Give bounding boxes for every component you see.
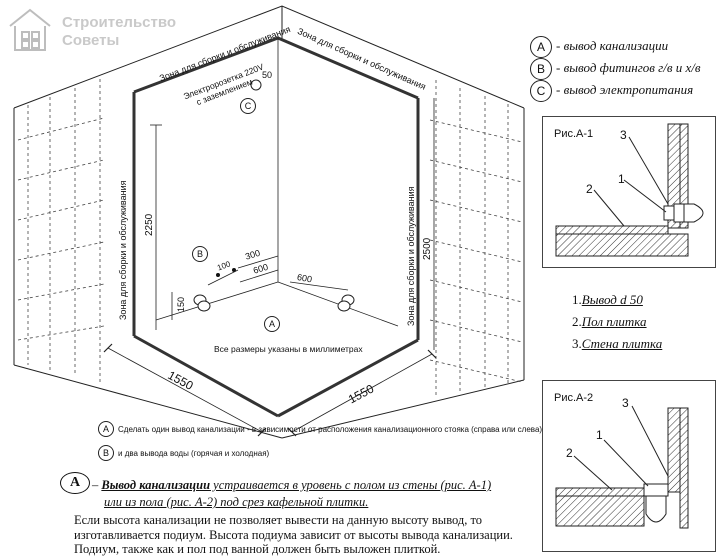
main-note-marker-a: A [60, 472, 90, 494]
figure-a1-label-2: 2 [586, 182, 593, 196]
figure-a2-label-3: 3 [622, 396, 629, 410]
figure-a2-drawing [555, 405, 689, 529]
legend-mark-b: B [530, 58, 552, 80]
legend-mark-c: C [530, 80, 552, 102]
main-note-rest: устраивается в уровень с полом из стены … [210, 478, 492, 492]
dimension-lines [107, 98, 435, 433]
part-num-2: 2. [572, 314, 582, 329]
left-wall-tiles [17, 79, 105, 383]
logo-line1: Строительство [62, 14, 177, 31]
main-note-line2: или из пола (рис. А-2) под срез кафельно… [104, 495, 369, 509]
figure-a2-label-1: 1 [596, 428, 603, 442]
figure-a2-title: Рис.А-2 [554, 392, 594, 404]
part-text-3: Стена плитка [581, 336, 663, 351]
paragraph-line2: изготавливается подиум. Высота подиума з… [74, 528, 513, 542]
note-marker-b: B [98, 445, 114, 461]
logo-text: Строительство Советы [62, 14, 176, 50]
legend-text-a: - вывод канализации [556, 38, 669, 53]
figure-a2-box [542, 380, 716, 552]
figure-a1-label-3: 3 [620, 128, 627, 142]
legend-mark-a: A [530, 36, 552, 58]
figure-a1-box [542, 116, 716, 268]
logo-house-icon [9, 8, 51, 51]
part-text-2: Пол плитка [581, 314, 647, 329]
paragraph-line3: Подиум, также как и пол под ванной долже… [74, 542, 441, 556]
fittings [193, 79, 355, 312]
part-num-1: 1. [572, 292, 582, 307]
figure-a2-label-2: 2 [566, 446, 573, 460]
note-b-text: и два вывода воды (горячая и холодная) [118, 449, 270, 458]
note-a-text: Сделать один вывод канализации - в завис… [118, 425, 543, 434]
main-note-line1: – Вывод канализации устраивается в урове… [92, 478, 491, 493]
dimension-ticks [103, 343, 437, 437]
zone-label-right: Зона для сборки и обслуживания [406, 186, 416, 326]
legend-text-b: - вывод фитингов г/в и х/в [556, 60, 701, 75]
legend-text-c: - вывод электропитания [556, 82, 694, 97]
figure-a1-title: Рис.А-1 [554, 128, 594, 140]
figure-a1-label-1: 1 [618, 172, 625, 186]
marker-b: B [192, 246, 208, 262]
zone-label-left: Зона для сборки и обслуживания [118, 180, 128, 320]
paragraph-line1: Если высота канализации не позволяет выв… [74, 513, 483, 527]
main-note-dash: – [92, 478, 102, 492]
main-note-bold: Вывод канализации [101, 478, 211, 492]
right-wall-tiles [429, 80, 523, 398]
part-item-1: 1.Вывод d 50 [572, 292, 643, 308]
part-num-3: 3. [572, 336, 582, 351]
part-item-2: 2.Пол плитка [572, 314, 647, 330]
cabin-inner [155, 38, 399, 327]
dim-2250: 2250 [144, 213, 155, 236]
part-text-1: Вывод d 50 [581, 292, 643, 307]
sizes-note: Все размеры указаны в миллиметрах [214, 344, 363, 354]
marker-a: A [264, 316, 280, 332]
outer-walls [13, 5, 525, 439]
water-points [216, 268, 236, 277]
logo-line2: Советы [62, 32, 120, 49]
figure-a1-drawing [555, 123, 704, 257]
part-item-3: 3.Стена плитка [572, 336, 662, 352]
marker-c: C [240, 98, 256, 114]
dim-2500: 2500 [422, 237, 433, 260]
note-marker-a: A [98, 421, 114, 437]
cabin-outline [132, 36, 420, 418]
socket-dim: 50 [262, 70, 273, 80]
dim-150: 150 [176, 296, 186, 312]
